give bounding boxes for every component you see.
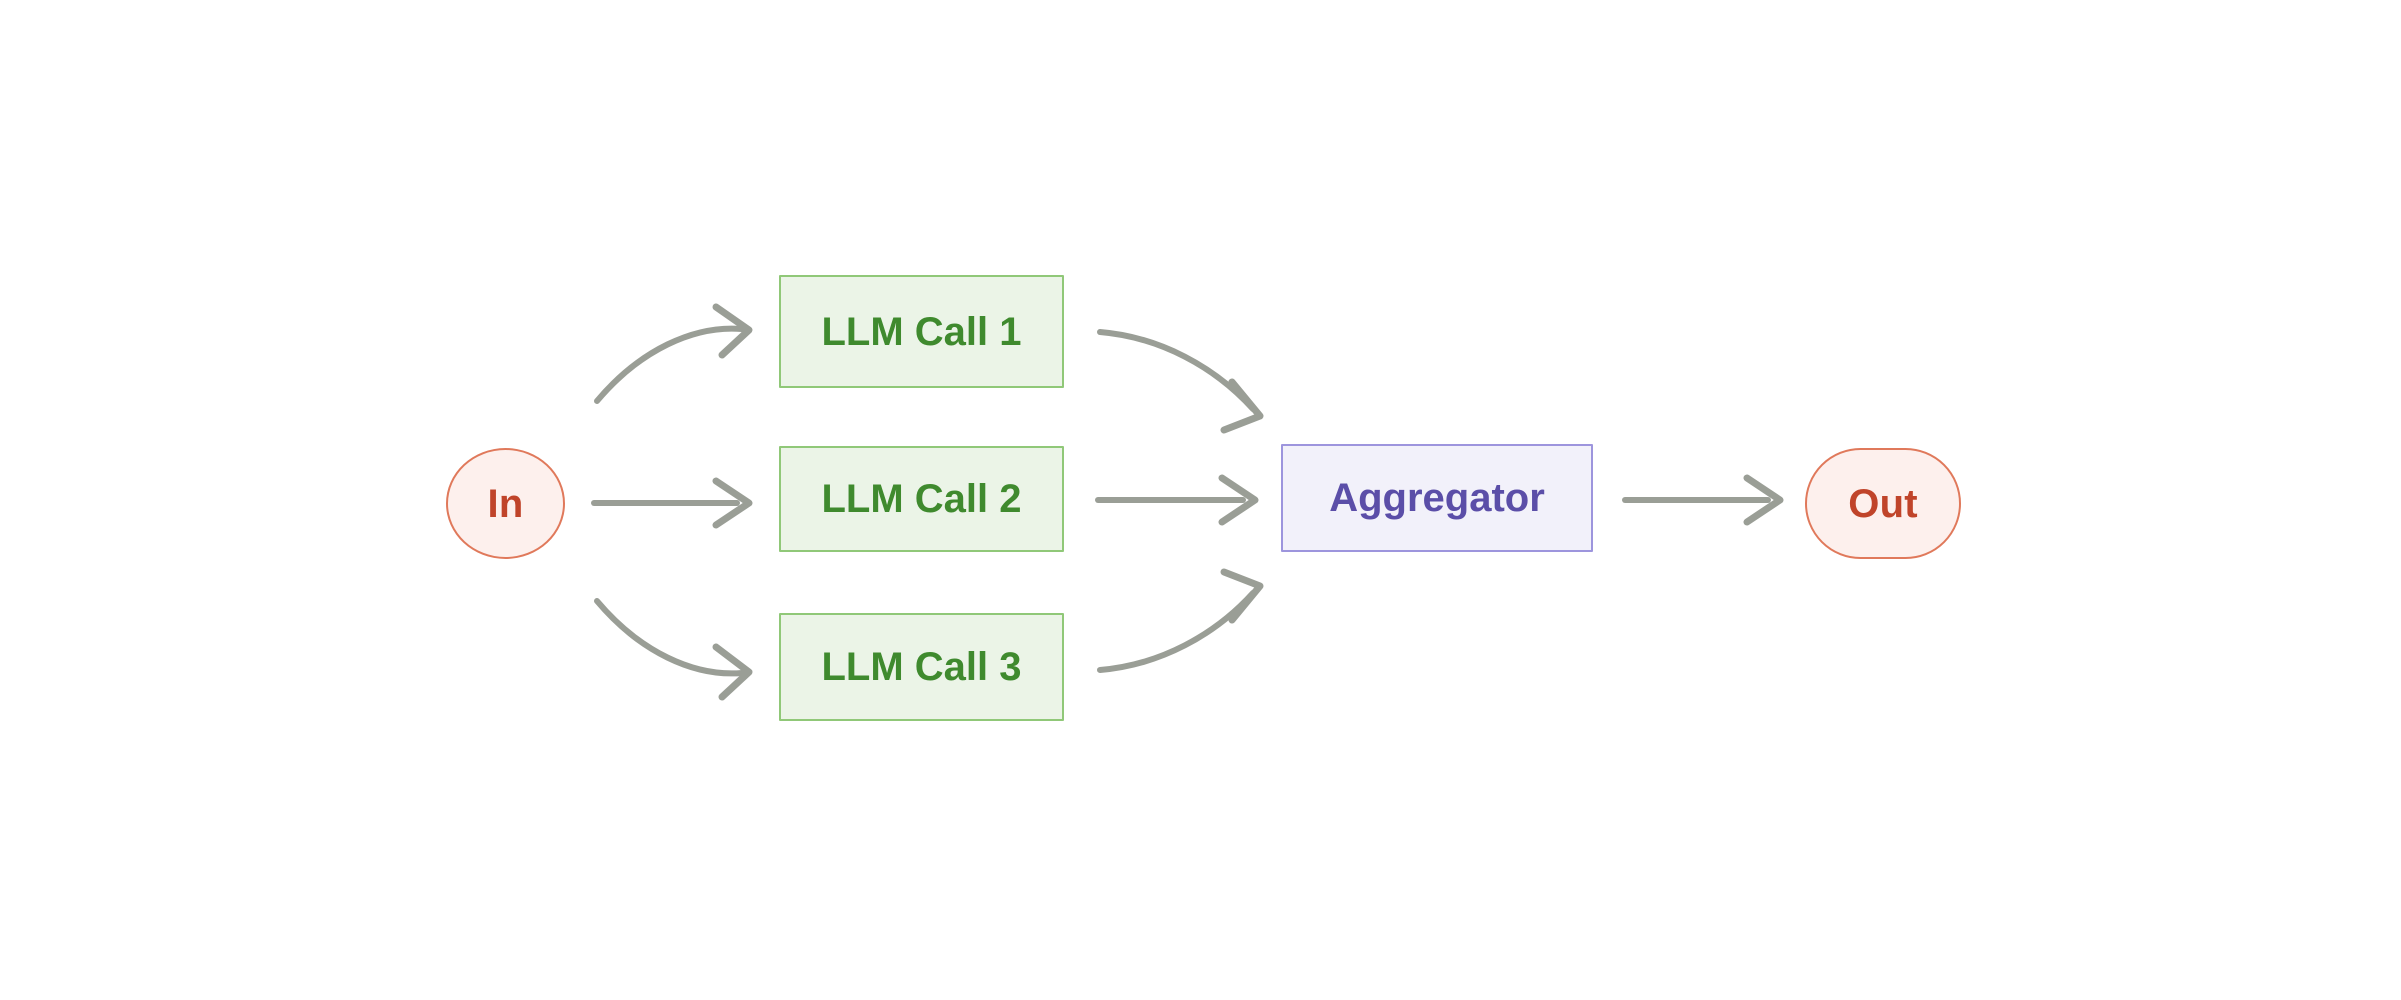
node-llm-call-3[interactable]: LLM Call 3 [779, 613, 1064, 721]
node-llm-call-2-label: LLM Call 2 [821, 477, 1022, 521]
edge-llm-call-1-to-aggregator [1097, 329, 1264, 434]
node-llm-call-1-label: LLM Call 1 [821, 309, 1022, 354]
edge-in-to-llm-call-3 [594, 598, 753, 701]
node-aggregator-label: Aggregator [1329, 476, 1545, 520]
node-input[interactable]: In [446, 448, 565, 559]
node-llm-call-2[interactable]: LLM Call 2 [779, 446, 1064, 552]
node-llm-call-1[interactable]: LLM Call 1 [779, 275, 1064, 388]
edge-in-to-llm-call-2 [591, 477, 753, 529]
node-aggregator[interactable]: Aggregator [1281, 444, 1593, 552]
edge-llm-call-3-to-aggregator [1097, 568, 1264, 673]
node-input-label: In [487, 481, 524, 526]
edge-llm-call-2-to-aggregator [1095, 474, 1259, 526]
edge-aggregator-to-out [1622, 474, 1784, 526]
node-output[interactable]: Out [1805, 448, 1961, 559]
edge-in-to-llm-call-1 [594, 303, 753, 404]
node-output-label: Out [1848, 481, 1918, 526]
node-llm-call-3-label: LLM Call 3 [821, 645, 1022, 689]
